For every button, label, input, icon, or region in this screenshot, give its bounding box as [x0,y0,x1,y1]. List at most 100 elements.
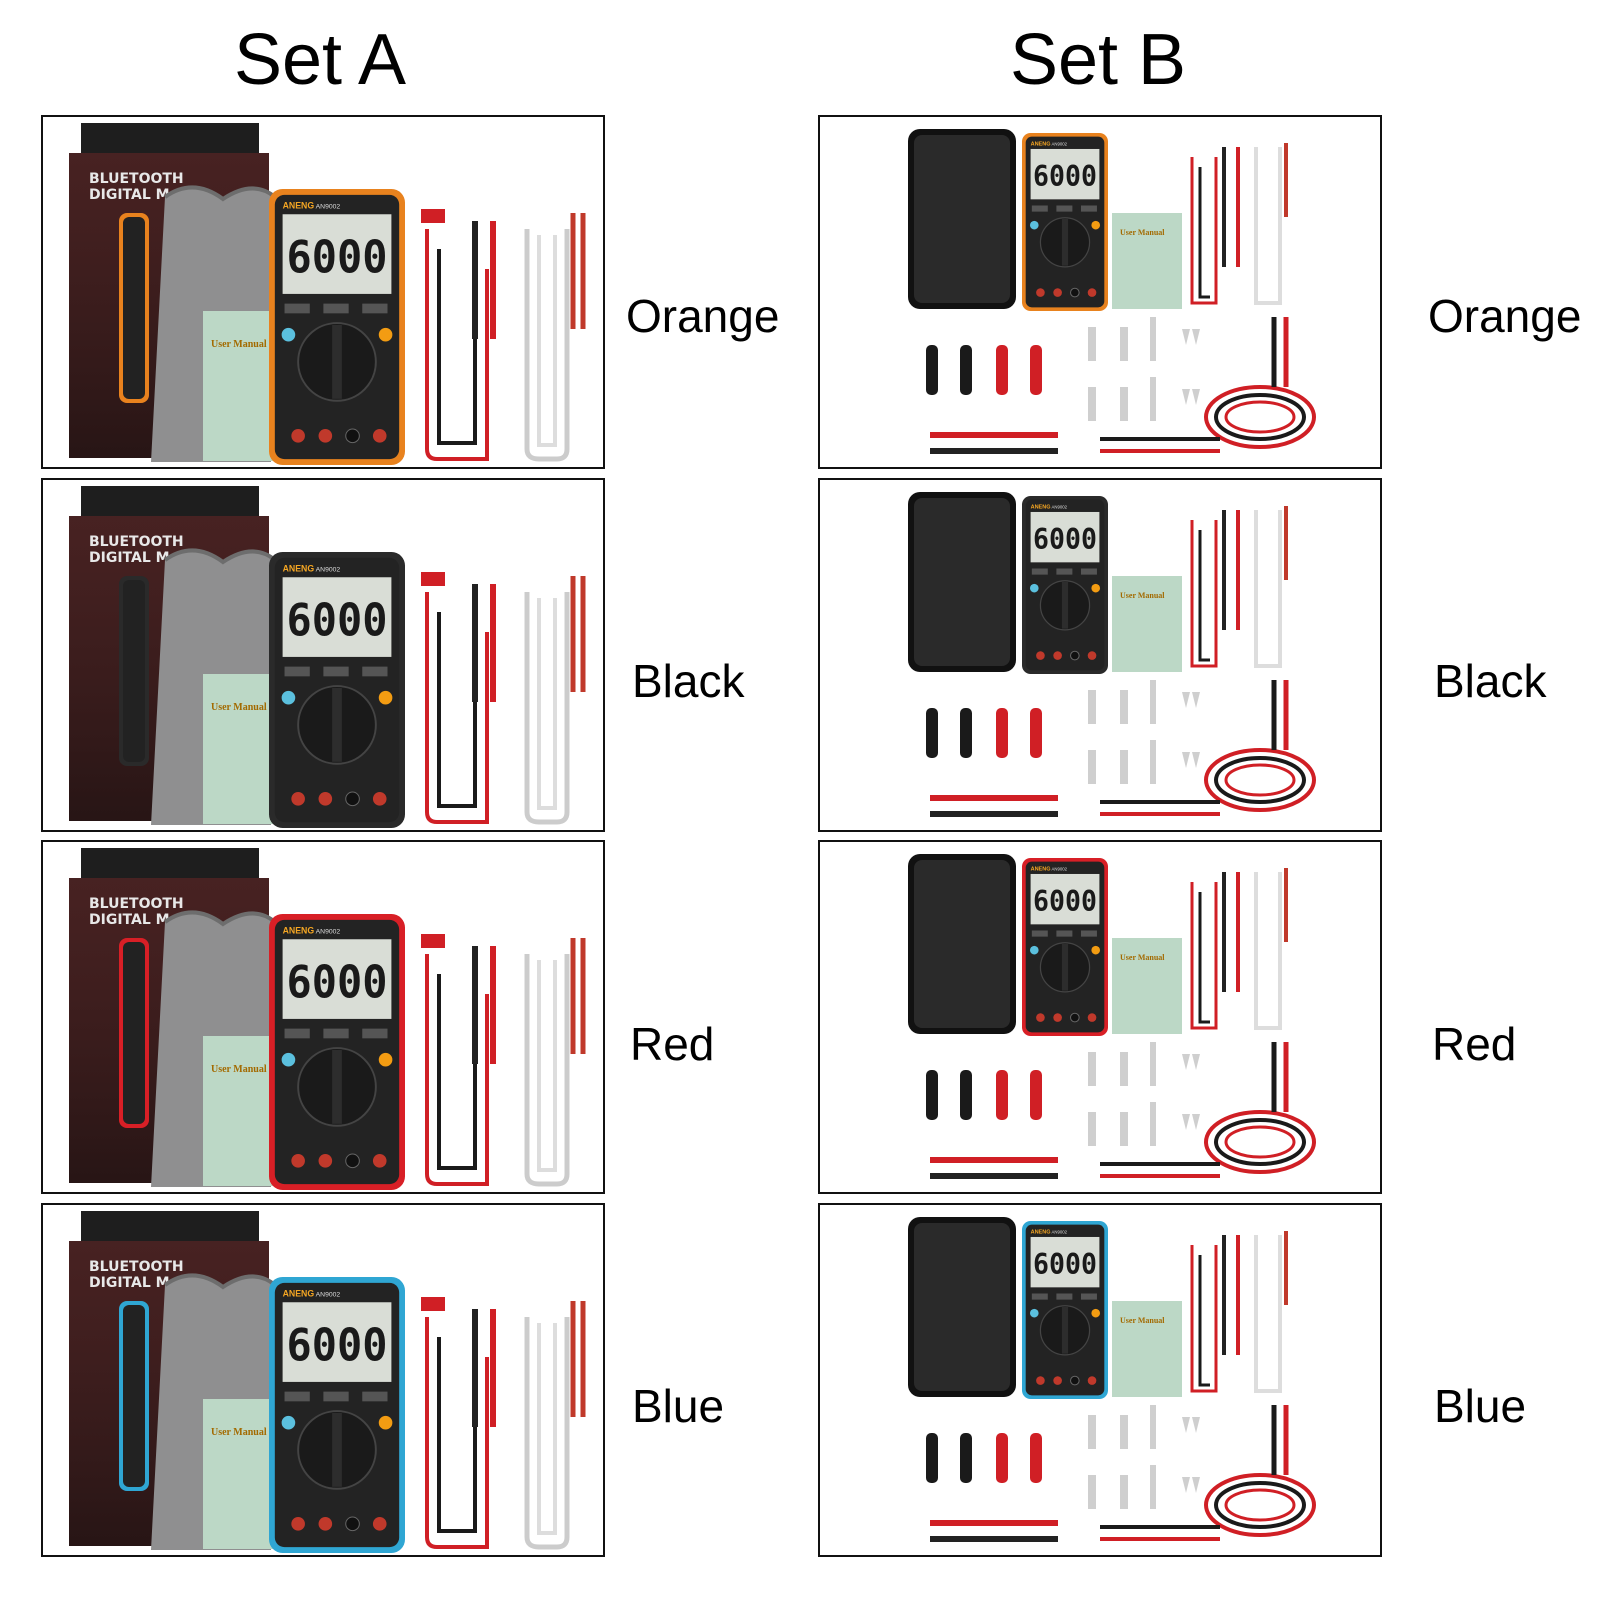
svg-text:6000: 6000 [286,595,387,647]
user-manual: User Manual [1112,213,1182,309]
carry-case [908,854,1016,1034]
user-manual: User Manual [203,311,275,461]
adapter-pins [1088,680,1200,784]
coiled-cable [1100,680,1316,816]
user-manual: User Manual [203,1399,275,1549]
svg-text:BLUETOOTH: BLUETOOTH [89,534,184,550]
svg-text:BLUETOOTH: BLUETOOTH [89,1259,184,1275]
multimeter: ANENG AN9002 6000 [269,189,405,465]
alligator-clips [926,1070,1042,1120]
set-a-red-product-image: BLUETOOTH DIGITAL M User Manual ANENG AN… [41,840,605,1194]
svg-text:User Manual: User Manual [1120,228,1165,237]
coiled-cable [1100,1042,1316,1178]
test-leads [421,572,586,825]
set-b-blue-label: Blue [1434,1380,1527,1432]
carry-case [908,129,1016,309]
set-b-black-label: Black [1434,655,1547,707]
svg-text:DIGITAL M: DIGITAL M [89,912,170,928]
user-manual: User Manual [203,1036,275,1186]
set-a-blue-product-image: BLUETOOTH DIGITAL M User Manual ANENG AN… [41,1203,605,1557]
svg-text:ANENG: ANENG [283,563,315,573]
svg-text:AN9002: AN9002 [1051,866,1067,871]
set-b-title: Set B [1009,20,1187,100]
test-leads [421,209,586,462]
test-leads-coiled [1190,868,1288,1030]
test-leads-coiled [1190,143,1288,305]
set-a-title: Set A [233,20,407,100]
adapter-pins [1088,1405,1200,1509]
coiled-cable [1100,1405,1316,1541]
svg-text:User Manual: User Manual [211,702,267,713]
svg-text:AN9002: AN9002 [316,1291,341,1298]
set-a-black-label: Black [632,655,745,707]
svg-text:DIGITAL M: DIGITAL M [89,187,170,203]
probe-tips [930,1520,1058,1542]
test-leads-coiled [1190,506,1288,668]
set-a-black-product-image: BLUETOOTH DIGITAL M User Manual ANENG AN… [41,478,605,832]
probe-tips [930,1157,1058,1179]
svg-text:ANENG: ANENG [283,925,315,935]
svg-text:6000: 6000 [286,1320,387,1372]
test-leads [421,934,586,1187]
svg-text:User Manual: User Manual [211,1064,267,1075]
carry-case [908,1217,1016,1397]
svg-text:6000: 6000 [1033,523,1097,556]
set-a-orange-product-image: BLUETOOTH DIGITAL M User Manual ANENG AN… [41,115,605,469]
coiled-cable [1100,317,1316,453]
multimeter: ANENG AN9002 6000 [269,914,405,1190]
svg-text:AN9002: AN9002 [316,203,341,210]
set-b-blue-product-image: ANENG AN9002 6000 User Manual [818,1203,1382,1557]
multimeter: ANENG AN9002 6000 [1022,133,1108,311]
user-manual: User Manual [203,674,275,824]
set-b-orange-product-image: ANENG AN9002 6000 User Manual [818,115,1382,469]
svg-text:ANENG: ANENG [1031,504,1051,510]
svg-text:6000: 6000 [1033,885,1097,918]
svg-text:AN9002: AN9002 [1051,504,1067,509]
svg-text:DIGITAL M: DIGITAL M [89,550,170,566]
multimeter: ANENG AN9002 6000 [1022,496,1108,674]
svg-text:ANENG: ANENG [283,1288,315,1298]
svg-text:AN9002: AN9002 [1051,141,1067,146]
alligator-clips [926,708,1042,758]
multimeter: ANENG AN9002 6000 [269,1277,405,1553]
svg-text:AN9002: AN9002 [1051,1229,1067,1234]
svg-text:User Manual: User Manual [211,339,267,350]
svg-text:6000: 6000 [1033,1248,1097,1281]
svg-text:ANENG: ANENG [283,200,315,210]
probe-tips [930,432,1058,454]
alligator-clips [926,345,1042,395]
svg-text:User Manual: User Manual [1120,953,1165,962]
test-leads-coiled [1190,1231,1288,1393]
set-a-orange-label: Orange [626,290,780,342]
svg-text:ANENG: ANENG [1031,141,1051,147]
set-a-blue-label: Blue [632,1380,725,1432]
user-manual: User Manual [1112,1301,1182,1397]
svg-text:6000: 6000 [286,232,387,284]
user-manual: User Manual [1112,938,1182,1034]
svg-text:User Manual: User Manual [1120,591,1165,600]
set-b-red-label: Red [1432,1018,1517,1070]
svg-text:ANENG: ANENG [1031,866,1051,872]
multimeter: ANENG AN9002 6000 [269,552,405,828]
set-b-red-product-image: ANENG AN9002 6000 User Manual [818,840,1382,1194]
set-a-red-label: Red [630,1018,715,1070]
alligator-clips [926,1433,1042,1483]
carry-case [908,492,1016,672]
adapter-pins [1088,1042,1200,1146]
svg-text:AN9002: AN9002 [316,928,341,935]
svg-text:User Manual: User Manual [211,1427,267,1438]
svg-text:BLUETOOTH: BLUETOOTH [89,171,184,187]
svg-text:AN9002: AN9002 [316,566,341,573]
user-manual: User Manual [1112,576,1182,672]
adapter-pins [1088,317,1200,421]
set-b-orange-label: Orange [1428,290,1582,342]
multimeter: ANENG AN9002 6000 [1022,858,1108,1036]
set-b-black-product-image: ANENG AN9002 6000 User Manual [818,478,1382,832]
svg-text:ANENG: ANENG [1031,1229,1051,1235]
probe-tips [930,795,1058,817]
svg-text:BLUETOOTH: BLUETOOTH [89,896,184,912]
svg-text:DIGITAL M: DIGITAL M [89,1275,170,1291]
svg-text:6000: 6000 [286,957,387,1009]
svg-text:User Manual: User Manual [1120,1316,1165,1325]
svg-text:6000: 6000 [1033,160,1097,193]
